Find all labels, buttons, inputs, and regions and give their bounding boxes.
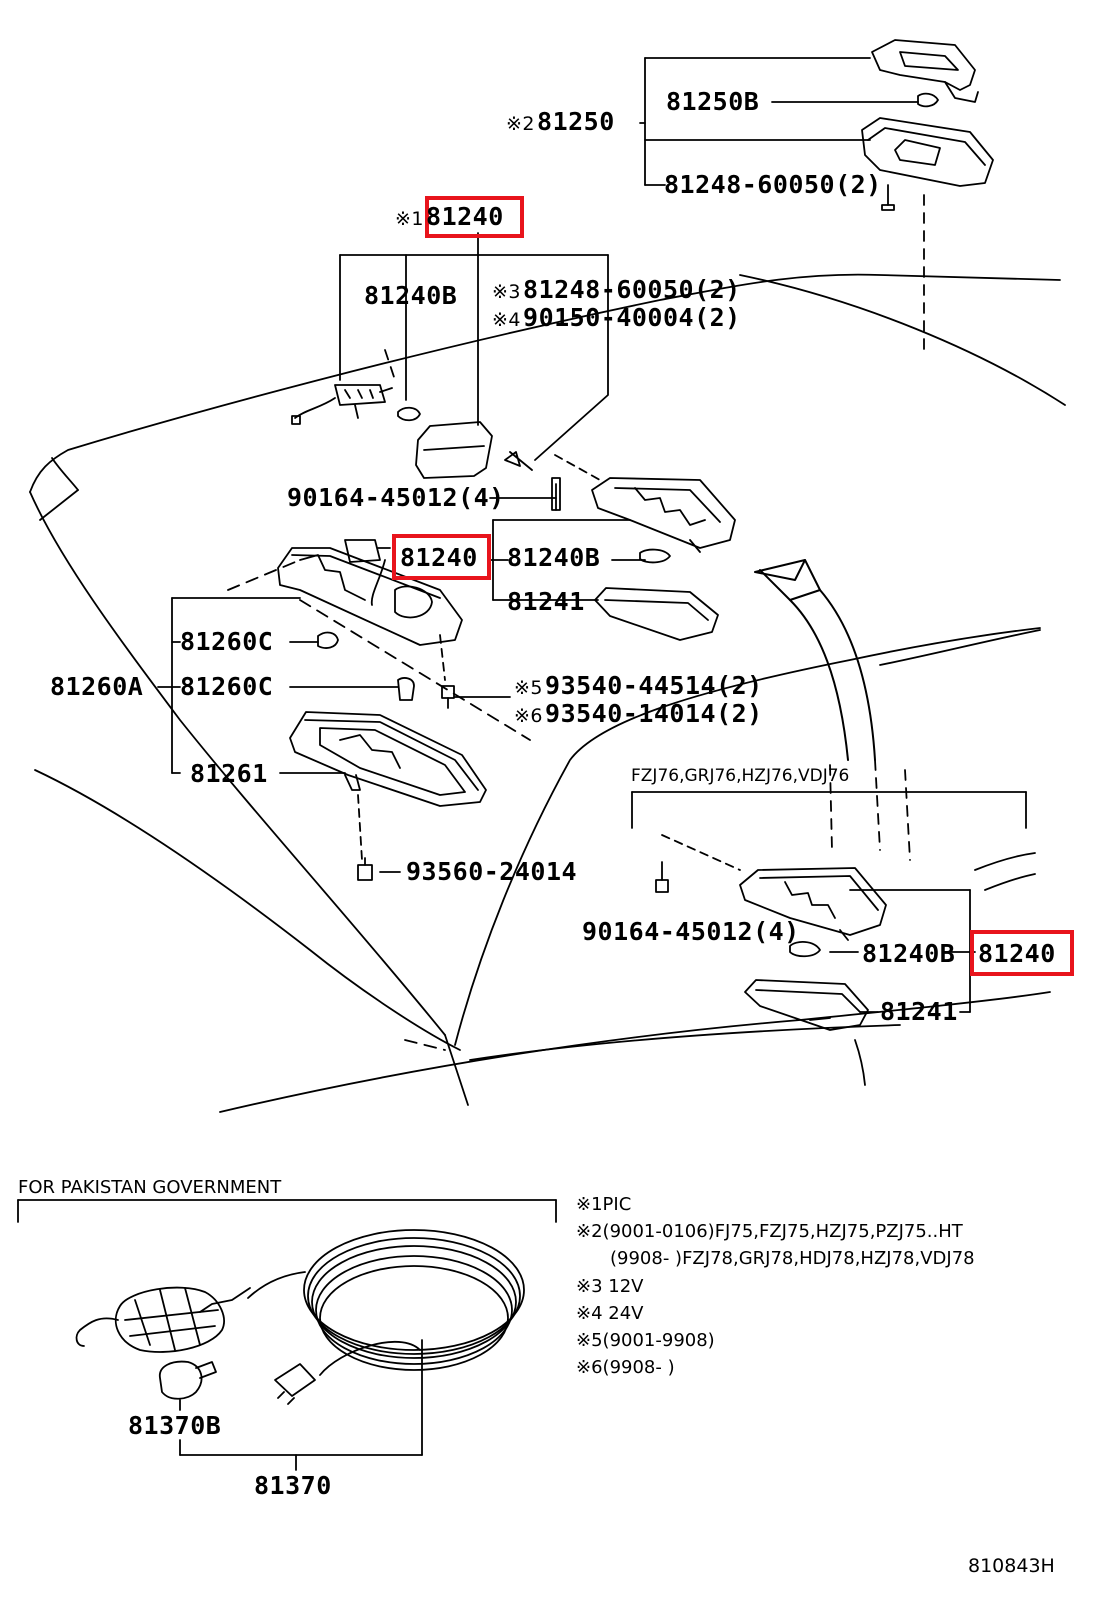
label-81250b[interactable]: 81250B xyxy=(666,87,760,116)
label-81370[interactable]: 81370 xyxy=(254,1471,332,1500)
label-81240b-b[interactable]: 81240B xyxy=(507,543,601,572)
note-5: ※5(9001-9908) xyxy=(576,1330,715,1352)
note-mark: ※3 xyxy=(576,1276,603,1297)
note-mark: ※1 xyxy=(576,1194,603,1215)
note-mark: ※2 xyxy=(506,113,536,135)
note-mark: ※6 xyxy=(576,1357,603,1378)
note-mark: ※4 xyxy=(576,1303,603,1324)
label-pakistan-government: FOR PAKISTAN GOVERNMENT xyxy=(18,1177,282,1198)
label-81240b-a[interactable]: 81240B xyxy=(364,281,458,310)
note-text: 24V xyxy=(608,1303,644,1324)
label-81260c-b[interactable]: 81260C xyxy=(180,672,274,701)
bulb-81240b-drawing xyxy=(397,406,421,422)
label-81241-b[interactable]: 81241 xyxy=(880,997,958,1026)
note-1: ※1PIC xyxy=(576,1194,631,1216)
label-81240-mid[interactable]: 81240 xyxy=(400,543,478,572)
note-text: (9908- )FZJ78,GRJ78,HDJ78,HZJ78,VDJ78 xyxy=(610,1248,975,1269)
label-90164-a[interactable]: 90164-45012(4) xyxy=(287,483,505,512)
label-90164-b[interactable]: 90164-45012(4) xyxy=(582,917,800,946)
label-81370b[interactable]: 81370B xyxy=(128,1411,222,1440)
diagram-reference-number: 810843H xyxy=(968,1555,1055,1577)
label-93540-b[interactable]: ※693540-14014(2) xyxy=(514,700,763,730)
note-mark: ※2 xyxy=(576,1221,603,1242)
label-93560[interactable]: 93560-24014 xyxy=(406,857,578,886)
connector-drawing xyxy=(291,384,393,425)
note-text: PIC xyxy=(602,1194,632,1215)
screw-81248-drawing xyxy=(504,451,533,471)
label-models-fzj76: FZJ76,GRJ76,HZJ76,VDJ76 xyxy=(631,766,850,786)
lamp-81260a-drawing xyxy=(157,539,487,881)
part-number: 81250 xyxy=(537,107,615,136)
note-mark: ※5 xyxy=(514,677,544,699)
note-mark: ※4 xyxy=(492,309,522,331)
label-81241-a[interactable]: 81241 xyxy=(507,587,585,616)
label-81248-top[interactable]: 81248-60050(2) xyxy=(664,170,882,199)
part-number: 90150-40004(2) xyxy=(523,303,741,332)
note-6: ※6(9908- ) xyxy=(576,1357,675,1379)
label-81240b-c[interactable]: 81240B xyxy=(862,939,956,968)
direction-arrow xyxy=(754,559,876,761)
note-text: 12V xyxy=(608,1276,644,1297)
label-81260c-a[interactable]: 81260C xyxy=(180,627,274,656)
label-81260a[interactable]: 81260A xyxy=(50,672,144,701)
note-mark: ※6 xyxy=(514,705,544,727)
note-text: (9001-9908) xyxy=(602,1330,715,1351)
label-81240-right[interactable]: 81240 xyxy=(978,939,1056,968)
part-number: 93540-14014(2) xyxy=(545,699,763,728)
label-93540-a[interactable]: ※593540-44514(2) xyxy=(514,672,763,702)
label-81248-mid[interactable]: ※381248-60050(2) xyxy=(492,276,741,306)
note-mark: ※5 xyxy=(576,1330,603,1351)
note-3: ※3 12V xyxy=(576,1276,644,1298)
worklamp-81370-drawing xyxy=(17,1199,557,1471)
label-90150[interactable]: ※490150-40004(2) xyxy=(492,304,741,334)
note-mark: ※3 xyxy=(492,281,522,303)
bracket-81240-mid xyxy=(487,477,736,641)
roof-outline xyxy=(29,273,1066,1113)
part-number: 81248-60050(2) xyxy=(523,275,741,304)
note-2-continued: (9908- )FZJ78,GRJ78,HDJ78,HZJ78,VDJ78 xyxy=(610,1248,975,1270)
lens-81240-drawing xyxy=(415,421,493,479)
label-81250[interactable]: ※281250 xyxy=(506,108,615,138)
note-text: (9908- ) xyxy=(602,1357,675,1378)
part-number: 93540-44514(2) xyxy=(545,671,763,700)
bracket-81240-main xyxy=(339,232,609,461)
label-81240-main[interactable]: ※181240 xyxy=(395,203,504,233)
lamp-fzj76-drawing xyxy=(631,791,1027,1031)
note-4: ※4 24V xyxy=(576,1303,644,1325)
highlight-box-81240-mid xyxy=(392,534,491,580)
lamp-81250-drawing xyxy=(639,39,994,356)
note-2: ※2(9001-0106)FJ75,FZJ75,HZJ75,PZJ75..HT xyxy=(576,1221,963,1243)
note-mark: ※1 xyxy=(395,208,425,230)
label-81261[interactable]: 81261 xyxy=(190,759,268,788)
note-text: (9001-0106)FJ75,FZJ75,HZJ75,PZJ75..HT xyxy=(602,1221,963,1242)
part-number: 81240 xyxy=(426,202,504,231)
highlight-box-81240-right xyxy=(970,930,1074,976)
highlight-box-81240-main xyxy=(425,196,524,238)
